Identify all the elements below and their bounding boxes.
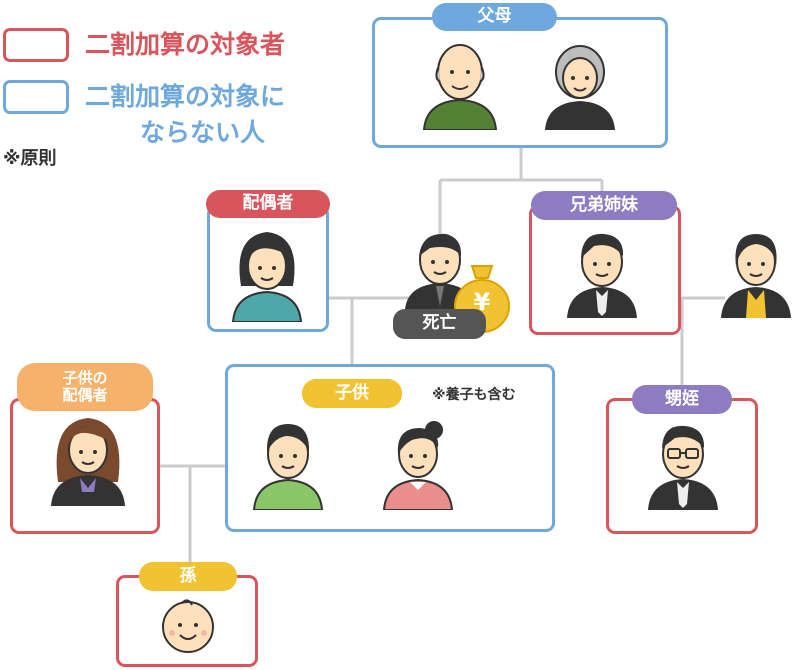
mother-icon	[544, 45, 616, 130]
daughter-icon	[382, 421, 454, 510]
children-label: 子供	[302, 379, 402, 408]
child-spouse-icon	[50, 418, 126, 506]
legend-blue-label-line2: ならない人	[140, 118, 266, 147]
grandchild-label: 孫	[139, 562, 237, 591]
child-spouse-label-line2: 配偶者	[62, 386, 108, 404]
sibling-spouse-icon	[720, 234, 792, 318]
legend-blue-label-line1: 二割加算の対象に	[85, 82, 286, 111]
legend-red-swatch	[3, 28, 69, 62]
siblings-label: 兄弟姉妹	[531, 191, 677, 220]
legend-note: ※原則	[3, 148, 57, 169]
child-spouse-label-line1: 子供の	[62, 368, 108, 387]
sibling-icon	[566, 233, 638, 318]
adopted-note: ※養子も含む	[432, 387, 516, 403]
nephew-niece-label: 甥姪	[632, 385, 732, 414]
nephew-icon	[647, 425, 719, 510]
legend-red-label: 二割加算の対象者	[85, 30, 286, 59]
spouse-icon	[231, 232, 303, 322]
baby-icon	[162, 599, 214, 653]
son-icon	[252, 424, 324, 510]
spouse-label: 配偶者	[206, 190, 330, 218]
child-spouse-label: 子供の 配偶者	[17, 363, 153, 411]
legend-blue-swatch	[3, 80, 69, 114]
deceased-label: 死亡	[393, 309, 486, 339]
parents-label: 父母	[432, 3, 557, 31]
parents-box	[372, 17, 668, 148]
father-icon	[422, 44, 498, 130]
